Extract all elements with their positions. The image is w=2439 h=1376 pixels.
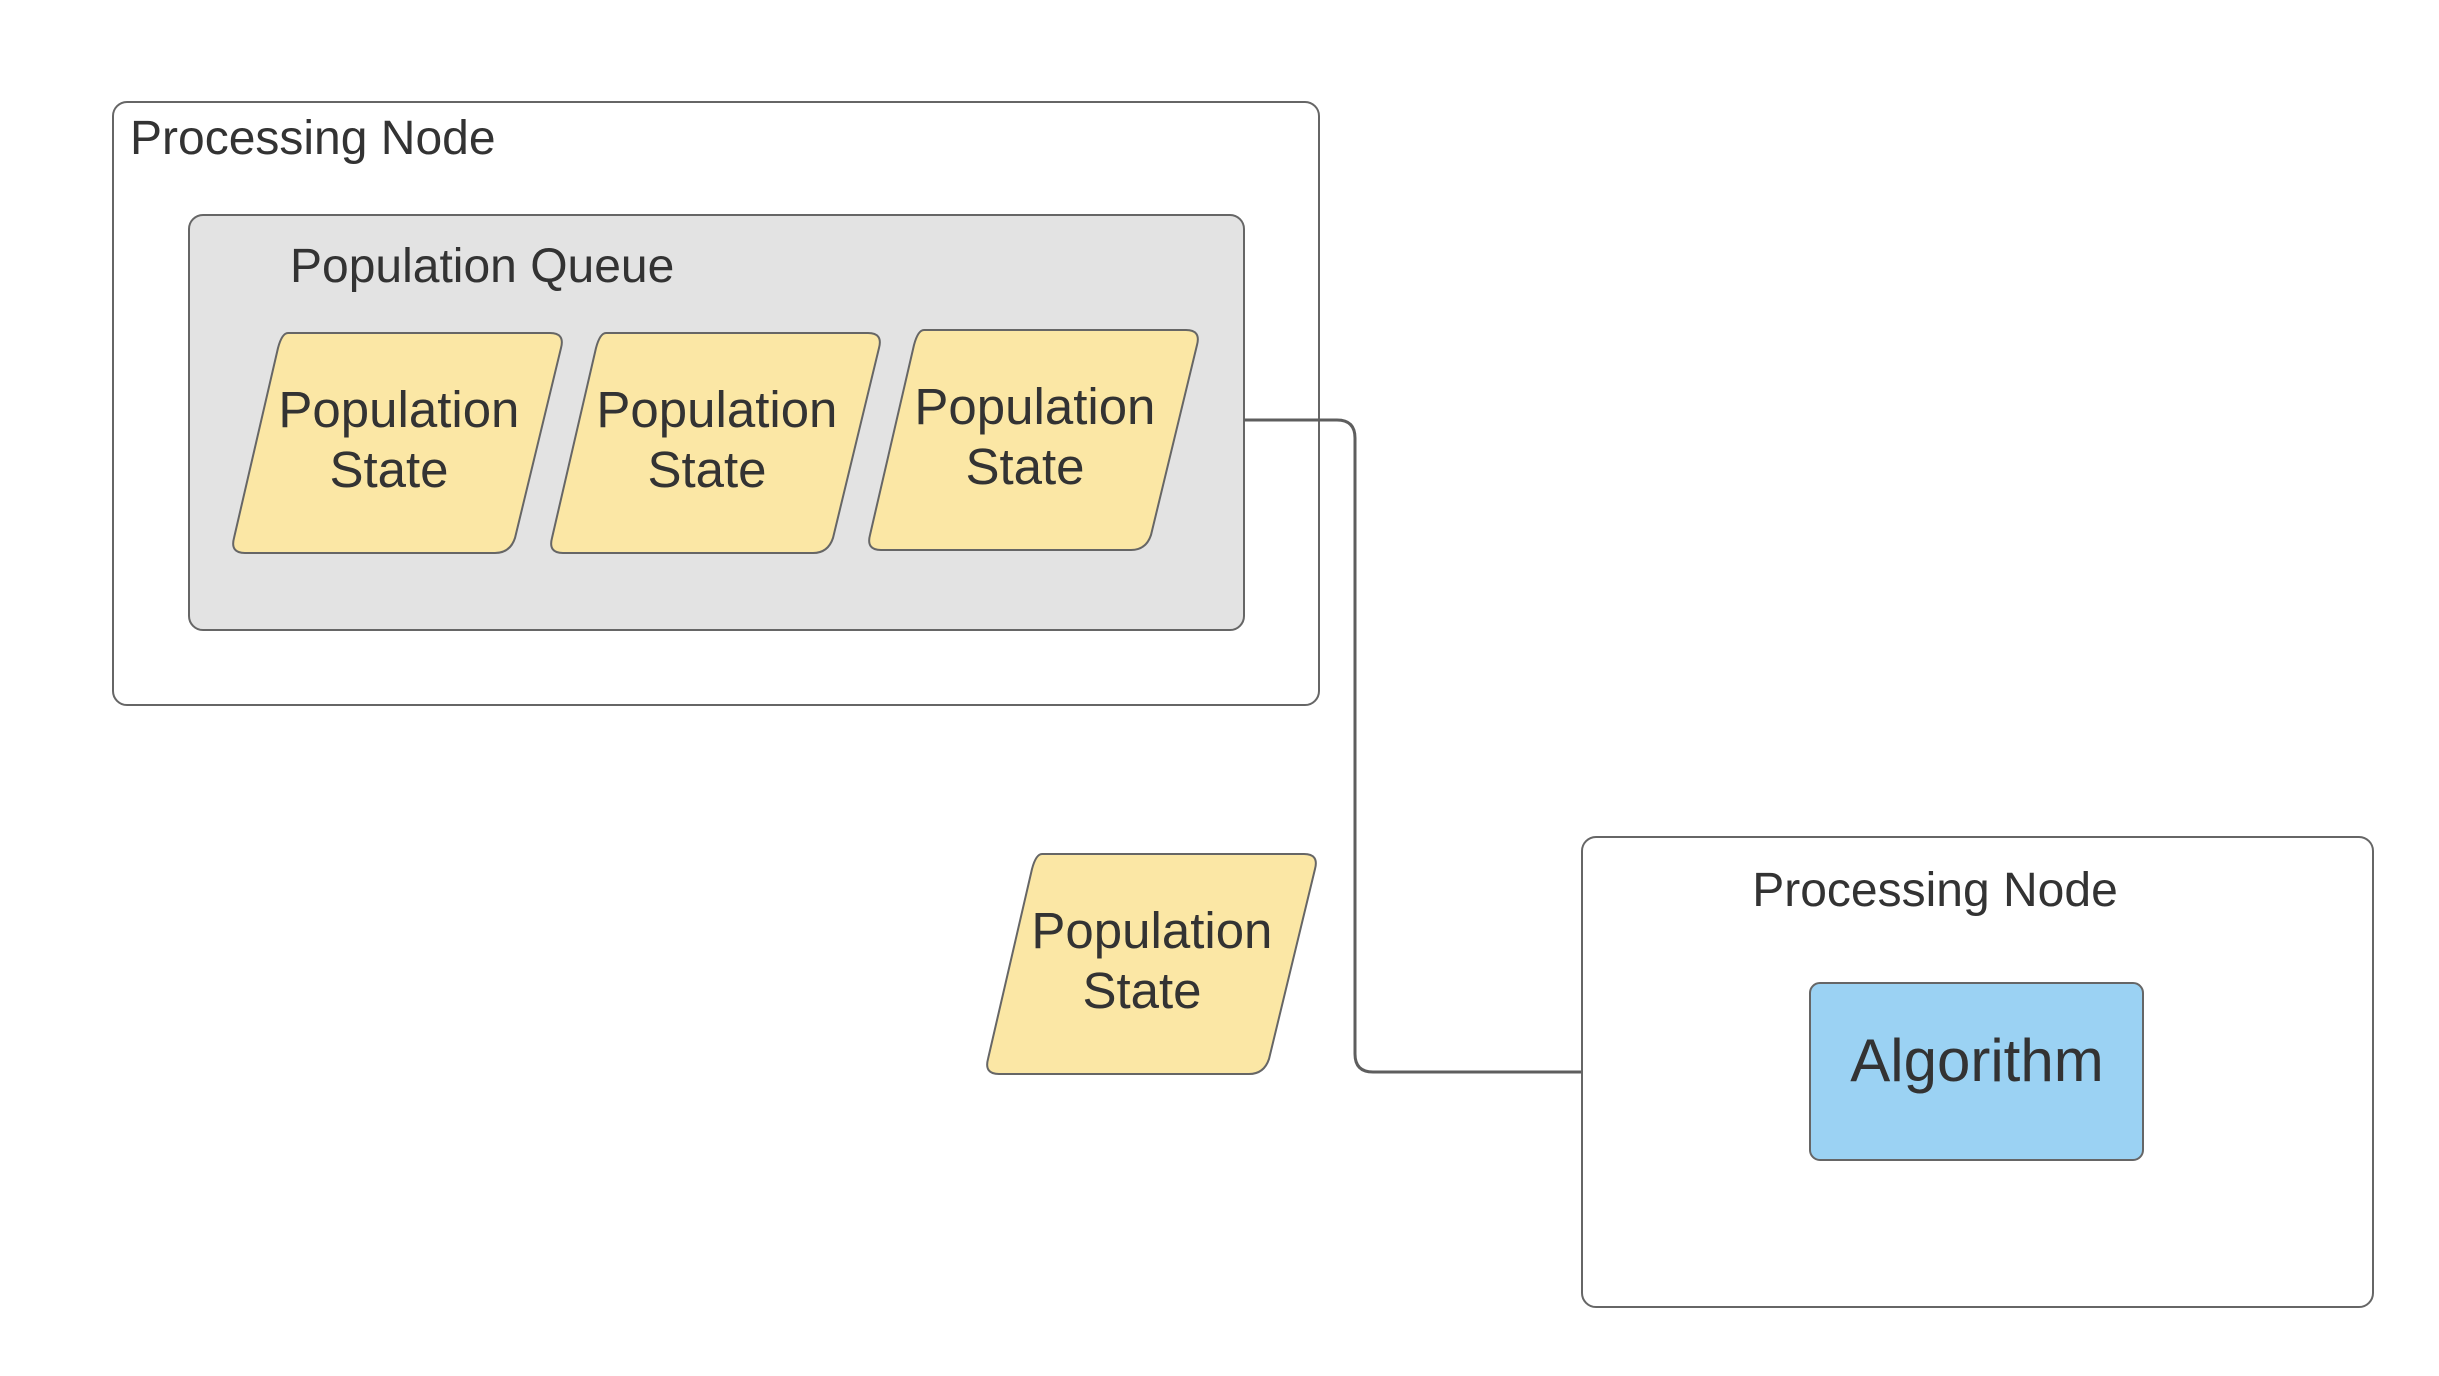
population-state-label: Population State [914,378,1169,495]
algorithm-box-frame [1809,982,2144,1161]
population-queue-title: Population Queue [290,240,674,293]
in-transit-population-state[interactable]: Population State [986,853,1317,1075]
population-state-shape [232,332,563,554]
population-state-label: Population State [278,381,533,498]
population-state-shape [868,329,1199,551]
queue-population-state-1[interactable]: Population State [232,332,563,554]
population-state-label-line1: Population [914,378,1155,435]
queue-population-state-2[interactable]: Population State [550,332,881,554]
population-state-label: Population State [1031,902,1286,1019]
population-state-shape [986,853,1317,1075]
population-state-label-line2: State [1082,962,1201,1019]
queue-population-state-3[interactable]: Population State [868,329,1199,551]
population-state-label-line1: Population [278,381,519,438]
population-state-label-line2: State [965,438,1084,495]
population-state-label-line1: Population [1031,902,1272,959]
population-state-shape [550,332,881,554]
queue-to-algorithm-connector[interactable] [1244,418,1809,1077]
processing-node-a-title: Processing Node [130,112,496,165]
algorithm-label: Algorithm [1850,1027,2103,1094]
algorithm-box[interactable]: Algorithm [1809,982,2144,1161]
population-state-label: Population State [596,381,851,498]
processing-node-b-title: Processing Node [1752,864,2118,917]
population-state-label-line1: Population [596,381,837,438]
population-state-label-line2: State [329,441,448,498]
population-state-label-line2: State [647,441,766,498]
